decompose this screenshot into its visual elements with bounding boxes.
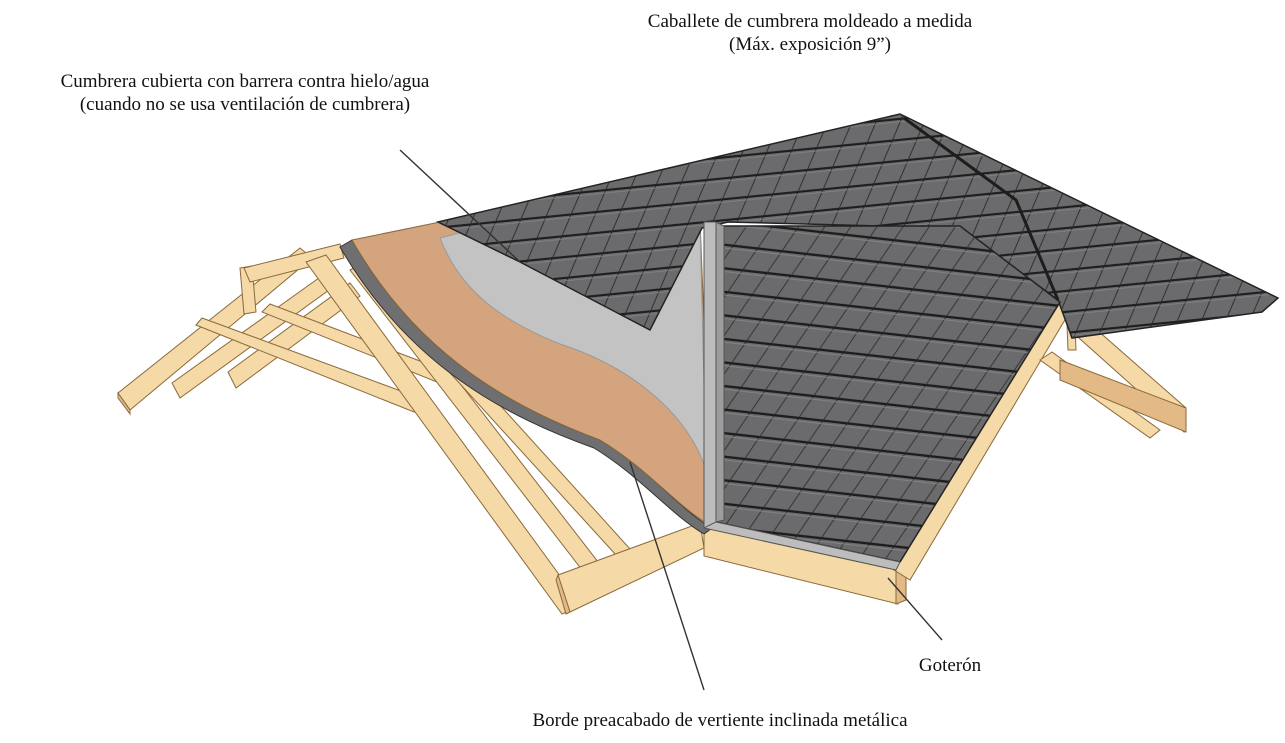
- drip-edge-label: Goterón: [918, 655, 982, 676]
- leader-lines: [399, 149, 943, 691]
- leader-ridge-cover: [399, 149, 521, 263]
- ridge-cover-label-line1: Cumbrera cubierta con barrera contra hie…: [60, 71, 430, 92]
- leader-drip-edge: [887, 577, 943, 641]
- hip-ridge-cap: [903, 116, 1060, 301]
- leader-rake-edge: [629, 461, 705, 691]
- ridge-cap-label: Caballete de cumbrera moldeado a medida …: [560, 10, 1060, 56]
- ridge-cap-label-line1: Caballete de cumbrera moldeado a medida: [647, 11, 973, 32]
- corner-metal-edge: [703, 221, 725, 529]
- wall-plates: [555, 522, 907, 615]
- left-wall-plate-end: [555, 573, 571, 615]
- corner-metal-side: [715, 221, 725, 523]
- ridge-cover-label: Cumbrera cubierta con barrera contra hie…: [0, 70, 490, 116]
- ridge-cover-label-line2: (cuando no se usa ventilación de cumbrer…: [79, 94, 411, 115]
- left-gable-bottom: [117, 391, 131, 416]
- left-top-chord: [243, 243, 345, 283]
- left-rear-rafter-3: [227, 282, 361, 389]
- corner-metal-front: [703, 221, 717, 529]
- left-truss-frame: [117, 243, 471, 416]
- right-truss-face: [1059, 359, 1187, 433]
- ridge-cap-label-line2: (Máx. exposición 9”): [729, 34, 891, 55]
- left-wall-plate: [557, 522, 705, 613]
- rake-edge-label: Borde preacabado de vertiente inclinada …: [532, 710, 908, 731]
- hip-ridge-line: [903, 116, 1060, 301]
